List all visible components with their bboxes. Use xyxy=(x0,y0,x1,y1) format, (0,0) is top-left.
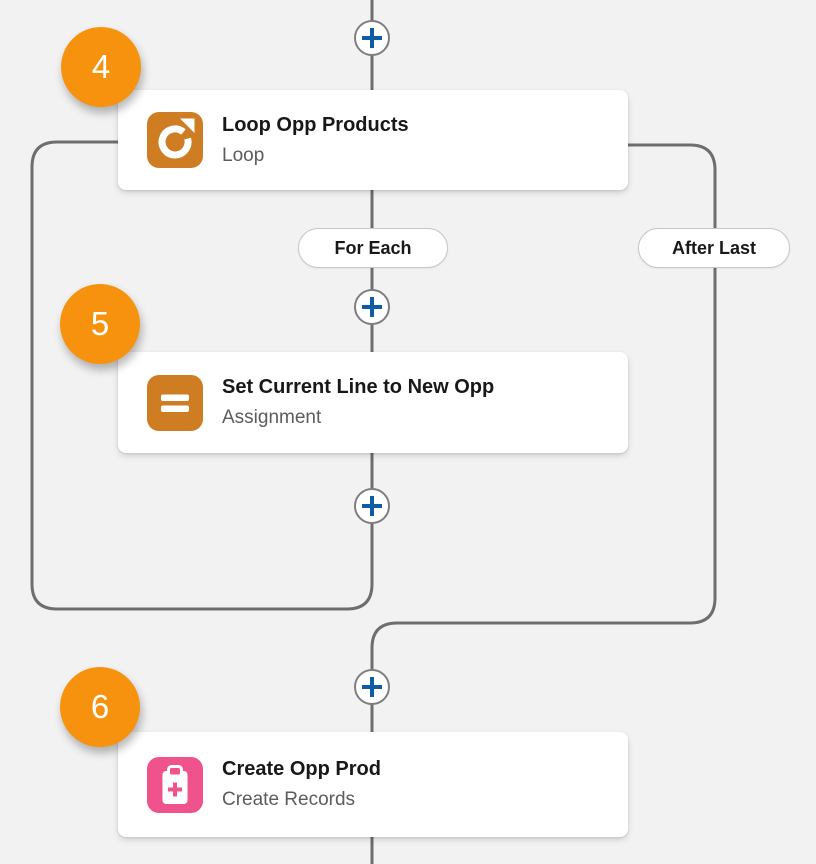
add-element-button-2[interactable] xyxy=(354,289,390,325)
flow-node-create-opp-prod[interactable]: Create Opp Prod Create Records xyxy=(118,732,628,837)
card-text: Set Current Line to New Opp Assignment xyxy=(222,376,494,429)
plus-icon xyxy=(362,496,382,516)
add-element-button-3[interactable] xyxy=(354,488,390,524)
execution-order-badge-5: 5 xyxy=(60,284,140,364)
connector-label-for-each: For Each xyxy=(298,228,448,268)
connector-after-last xyxy=(370,143,717,864)
node-title: Set Current Line to New Opp xyxy=(222,376,495,399)
flow-node-loop-opp-products[interactable]: Loop Opp Products Loop xyxy=(118,90,628,190)
add-element-button-1[interactable] xyxy=(354,20,390,56)
create-records-icon xyxy=(147,756,203,813)
plus-icon xyxy=(362,28,382,48)
connector-for-each-loopback xyxy=(30,0,374,611)
card-text: Loop Opp Products Loop xyxy=(222,114,409,167)
plus-icon xyxy=(362,297,382,317)
execution-order-badge-4: 4 xyxy=(61,27,141,107)
node-subtitle: Create Records xyxy=(222,789,356,811)
card-text: Create Opp Prod Create Records xyxy=(222,758,381,811)
assignment-icon xyxy=(147,374,203,431)
loop-icon xyxy=(147,112,203,168)
node-subtitle: Loop xyxy=(222,144,265,166)
node-title: Create Opp Prod xyxy=(222,758,381,781)
execution-order-badge-6: 6 xyxy=(60,667,140,747)
plus-icon xyxy=(362,677,382,697)
add-element-button-4[interactable] xyxy=(354,669,390,705)
flow-node-set-current-line[interactable]: Set Current Line to New Opp Assignment xyxy=(118,352,628,453)
node-subtitle: Assignment xyxy=(222,407,322,429)
connector-label-after-last: After Last xyxy=(638,228,790,268)
node-title: Loop Opp Products xyxy=(222,113,409,136)
